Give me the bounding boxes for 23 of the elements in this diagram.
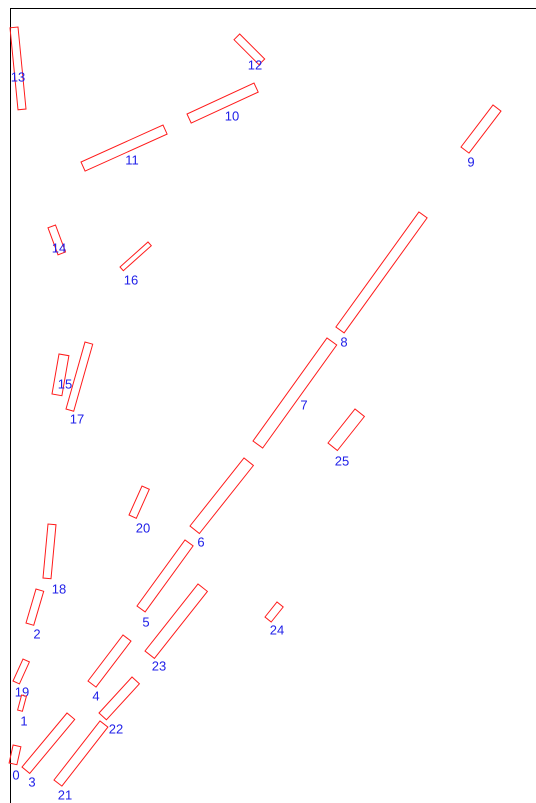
number-label: 6 <box>197 535 205 548</box>
number-label: 19 <box>14 685 30 698</box>
number-label: 0 <box>12 768 20 782</box>
number-label: 23 <box>152 659 166 672</box>
number-label: 20 <box>136 521 150 534</box>
number-label: 11 <box>125 153 139 166</box>
number-label: 22 <box>108 722 124 736</box>
number-label: 5 <box>142 615 150 628</box>
number-label: 2 <box>33 627 41 640</box>
number-label: 1 <box>20 714 28 728</box>
number-label: 3 <box>28 775 36 788</box>
number-label: 25 <box>334 454 350 468</box>
number-label: 21 <box>58 788 72 802</box>
number-label: 18 <box>52 582 66 596</box>
number-label: 8 <box>340 335 348 348</box>
number-label: 24 <box>270 623 284 636</box>
number-label: 12 <box>248 58 262 72</box>
number-label: 16 <box>124 273 138 286</box>
number-label: 7 <box>300 398 308 412</box>
number-label: 10 <box>224 109 240 122</box>
number-label: 17 <box>70 412 84 426</box>
number-label: 4 <box>92 689 100 702</box>
number-label: 9 <box>467 155 475 168</box>
